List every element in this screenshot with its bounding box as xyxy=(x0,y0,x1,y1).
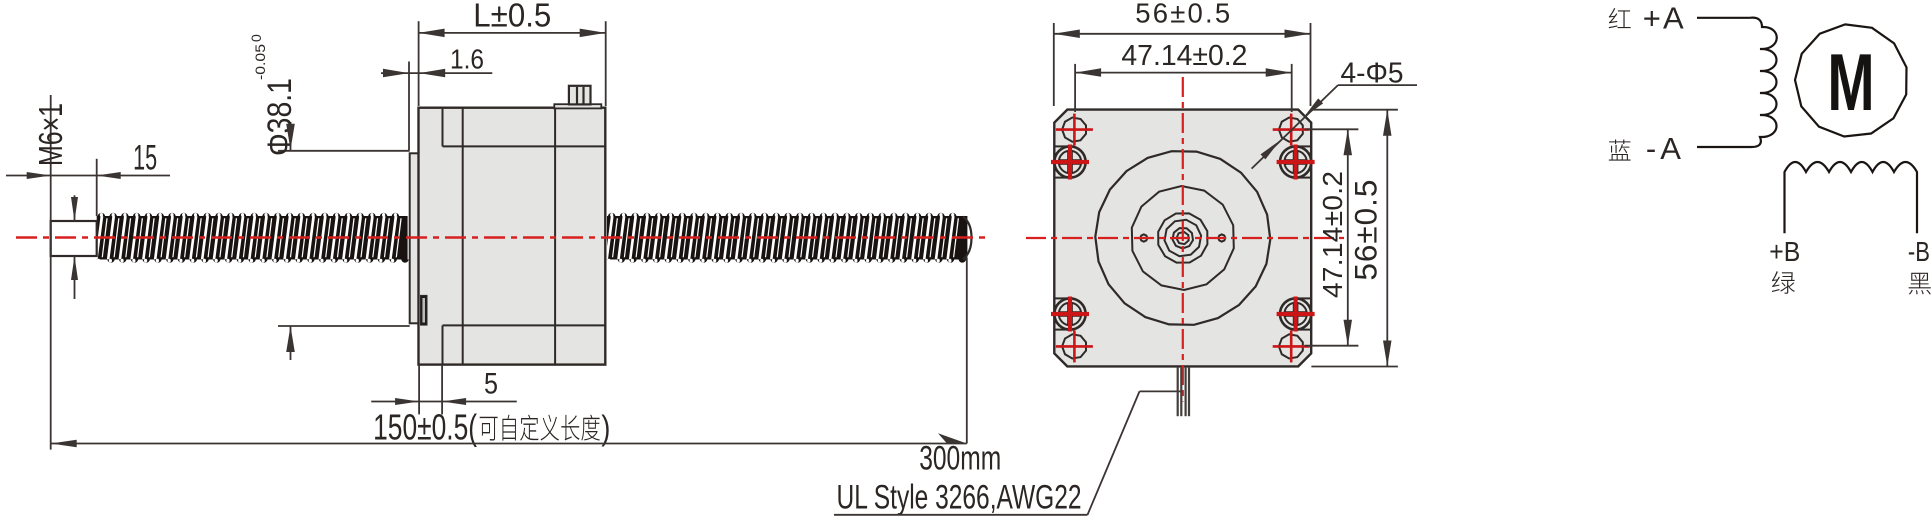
svg-text:+B: +B xyxy=(1769,236,1800,267)
svg-text:M6×1: M6×1 xyxy=(32,103,69,166)
svg-text:M: M xyxy=(1827,37,1874,127)
svg-text:0: 0 xyxy=(248,34,264,42)
svg-text:+A: +A xyxy=(1643,1,1684,36)
svg-text:56±0.5: 56±0.5 xyxy=(1348,180,1384,281)
svg-text:300mm: 300mm xyxy=(919,440,1001,478)
svg-text:150±0.5(: 150±0.5( xyxy=(373,406,477,447)
svg-text:47.14±0.2: 47.14±0.2 xyxy=(1317,171,1348,298)
svg-text:L±0.5: L±0.5 xyxy=(473,0,551,34)
svg-text:47.14±0.2: 47.14±0.2 xyxy=(1121,40,1247,72)
svg-text:Φ38.1: Φ38.1 xyxy=(261,78,299,156)
svg-text:-A: -A xyxy=(1646,131,1681,166)
svg-text:1.6: 1.6 xyxy=(450,44,484,75)
svg-text:15: 15 xyxy=(133,139,157,178)
svg-text:5: 5 xyxy=(484,367,498,400)
svg-text:-0.05: -0.05 xyxy=(252,44,268,80)
svg-text:UL Style 3266,AWG22: UL Style 3266,AWG22 xyxy=(837,478,1082,516)
svg-text:-B: -B xyxy=(1908,236,1930,267)
svg-text:56±0.5: 56±0.5 xyxy=(1135,0,1230,29)
svg-text:): ) xyxy=(601,409,610,447)
